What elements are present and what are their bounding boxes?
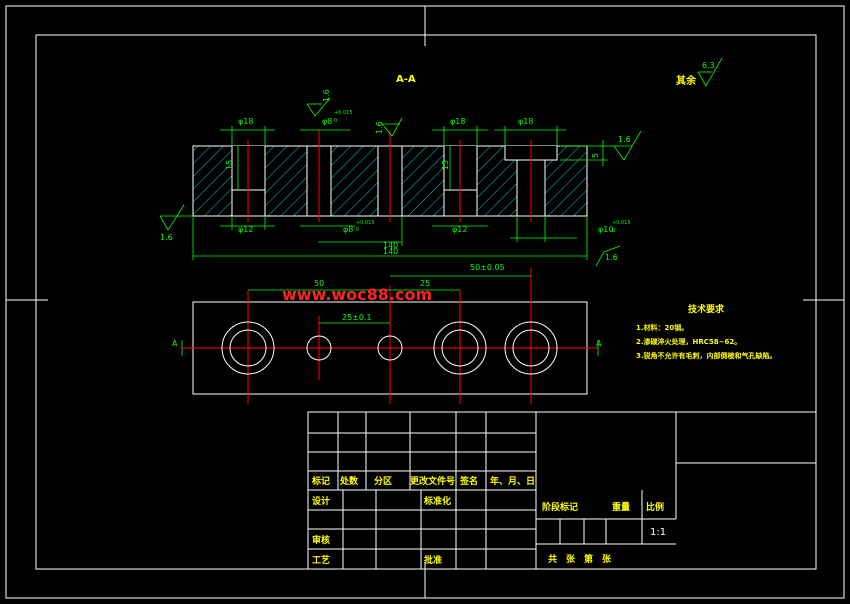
tb-label-change-doc: 更改文件号 (410, 475, 455, 487)
tb-label-approve: 批准 (424, 554, 442, 566)
section-marker-right: A (596, 339, 602, 348)
counterbore-circle-outer (433, 321, 487, 375)
dim-25: 25 (420, 279, 430, 288)
tech-req-title: 技术要求 (688, 303, 725, 315)
dim-d8-bottom: φ8 (343, 225, 353, 234)
section-label: A-A (396, 74, 416, 85)
pin-hole-circle (377, 335, 403, 361)
tb-label-count: 处数 (339, 475, 359, 487)
dim-d18-mid: φ18 (450, 117, 465, 126)
tb-label-stage: 阶段标记 (542, 501, 578, 513)
counterbore-circle-inner (512, 329, 550, 367)
counterbore-circle-inner (441, 329, 479, 367)
dim-d12-left: φ12 (238, 225, 253, 234)
dim-d10-tol-lower: 0 (612, 228, 615, 234)
pin-hole-circle (306, 335, 332, 361)
tech-req-item: 1.材料：20钢。 (636, 323, 688, 332)
tb-label-weight: 重量 (612, 501, 630, 513)
roughness-value: 6.3 (702, 61, 715, 70)
dim-depth-15-left: 15 (225, 160, 234, 170)
roughness-other-label: 其余 (676, 74, 697, 87)
dim-d8-tol-lower: 0 (334, 118, 337, 124)
section-view (192, 130, 588, 222)
dim-d10-tol-upper: +0.015 (612, 220, 631, 226)
tb-label-mark: 标记 (311, 475, 330, 487)
dim-d8-bottom-tol-lower: 0 (356, 227, 359, 233)
section-marker-left: A (172, 339, 178, 348)
dim-50-tol: 50±0.05 (470, 263, 505, 272)
ra-1.6-left: 1.6 (160, 233, 173, 242)
tech-req-item: 2.渗碳淬火处理，HRC58~62。 (636, 337, 741, 346)
dim-25-tol: 25±0.1 (342, 313, 372, 322)
ra-1.6-bottom: 1.6 (605, 253, 618, 262)
dim-d8-tol-upper: +0.015 (334, 110, 353, 116)
dim-d12-right: φ12 (452, 225, 467, 234)
counterbore-circle-outer (221, 321, 275, 375)
dim-depth-5: 5 (591, 153, 600, 158)
tb-label-process: 工艺 (312, 554, 330, 566)
watermark: www.woc88.com (282, 285, 432, 304)
tb-label-sign: 签名 (459, 475, 478, 487)
dim-d18-right: φ18 (518, 117, 533, 126)
tb-sheets: 共 张 第 张 (548, 553, 612, 565)
tech-requirements: 技术要求 1.材料：20钢。 2.渗碳淬火处理，HRC58~62。 3.锐角不允… (636, 303, 777, 360)
hatch-region (265, 146, 307, 216)
dim-d8-center: φ8 (322, 117, 332, 126)
tb-label-design: 设计 (312, 495, 330, 507)
tb-label-standardize: 标准化 (423, 495, 451, 507)
dim-d10: φ10 (598, 225, 613, 234)
hatch-region (193, 146, 232, 216)
tb-label-scale: 比例 (646, 501, 664, 513)
hatch-region (331, 146, 378, 216)
ra-1.6-top2: 1.6 (375, 121, 384, 134)
dim-50: 50 (314, 279, 324, 288)
tech-req-item: 3.锐角不允许有毛刺，内部倒棱和气孔缺陷。 (636, 351, 777, 360)
tb-label-review: 审核 (312, 534, 330, 546)
tb-scale-value: 1:1 (650, 527, 666, 538)
hatch-region (402, 146, 444, 216)
tb-label-date: 年、月、日 (490, 475, 535, 487)
title-block (307, 411, 817, 570)
dim-depth-15-right: 15 (441, 160, 450, 170)
counterbore-circle-inner (229, 329, 267, 367)
dim-140: 140 (383, 247, 398, 256)
dim-d18-left: φ18 (238, 117, 253, 126)
dim-140-short: 140 (383, 241, 398, 250)
plan-view: 50 25 50±0.05 25±0.1 A A (172, 263, 602, 404)
dim-d8-bottom-tol-upper: +0.015 (356, 220, 375, 226)
counterbore-circle-outer (504, 321, 558, 375)
ra-1.6-right: 1.6 (618, 135, 631, 144)
ra-1.6-top: 1.6 (322, 89, 331, 102)
tb-label-zone: 分区 (374, 475, 392, 487)
